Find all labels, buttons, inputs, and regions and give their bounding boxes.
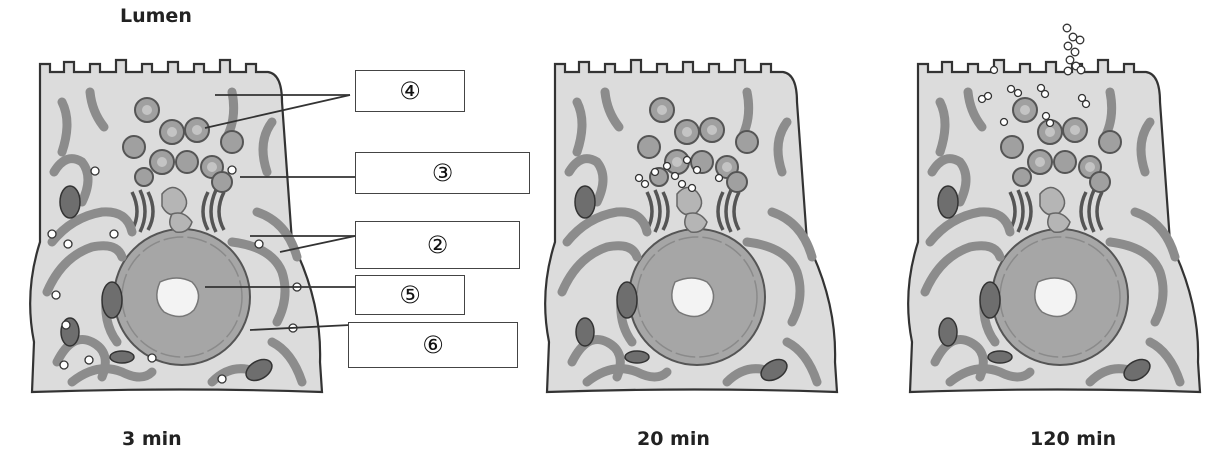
callout-mitochondrion: ⑥ bbox=[348, 322, 518, 368]
callout-golgi-vesicles: ④ bbox=[355, 70, 465, 112]
callout-rough-er: ② bbox=[355, 221, 520, 269]
time-label-20min: 20 min bbox=[637, 428, 710, 450]
time-label-120min: 120 min bbox=[1030, 428, 1116, 450]
secreted-tracer-dots bbox=[1063, 24, 1085, 75]
callout-nucleus: ⑤ bbox=[355, 275, 465, 315]
cell-panel-120min bbox=[908, 24, 1200, 392]
callout-golgi: ③ bbox=[355, 152, 530, 194]
cell-panel-3min bbox=[30, 60, 322, 392]
cell-panel-20min bbox=[545, 60, 837, 392]
lumen-label: Lumen bbox=[120, 5, 192, 27]
time-label-3min: 3 min bbox=[122, 428, 182, 450]
